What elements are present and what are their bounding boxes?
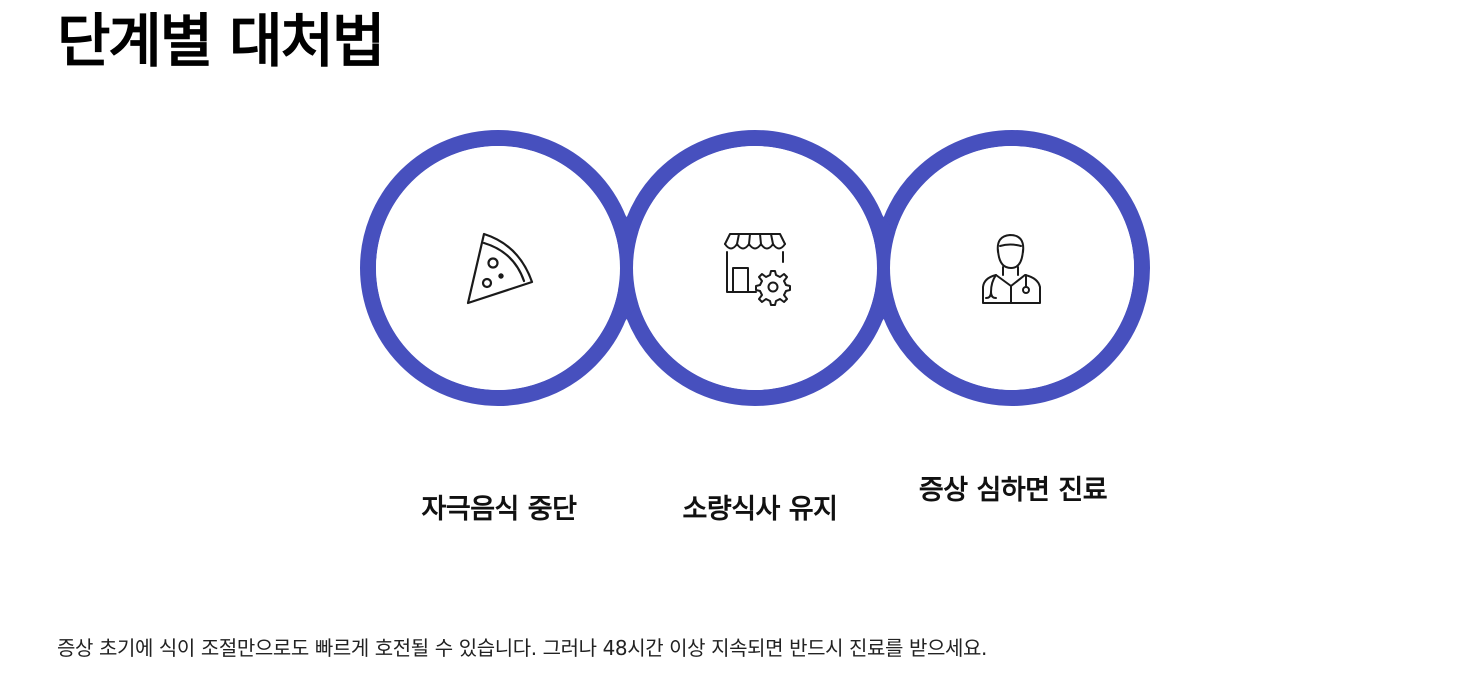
footer-note: 증상 초기에 식이 조절만으로도 빠르게 호전될 수 있습니다. 그러나 48시… (57, 636, 987, 660)
step-label-1: 자극음식 중단 (421, 494, 577, 525)
doctor-icon (982, 234, 1041, 304)
page-title: 단계별 대처법 (57, 7, 385, 75)
pizza-slice-icon (466, 232, 534, 305)
store-settings-icon (724, 233, 791, 306)
step-label-3: 증상 심하면 진료 (918, 475, 1108, 506)
step-label-2: 소량식사 유지 (682, 494, 838, 525)
steps-diagram (360, 130, 1150, 406)
